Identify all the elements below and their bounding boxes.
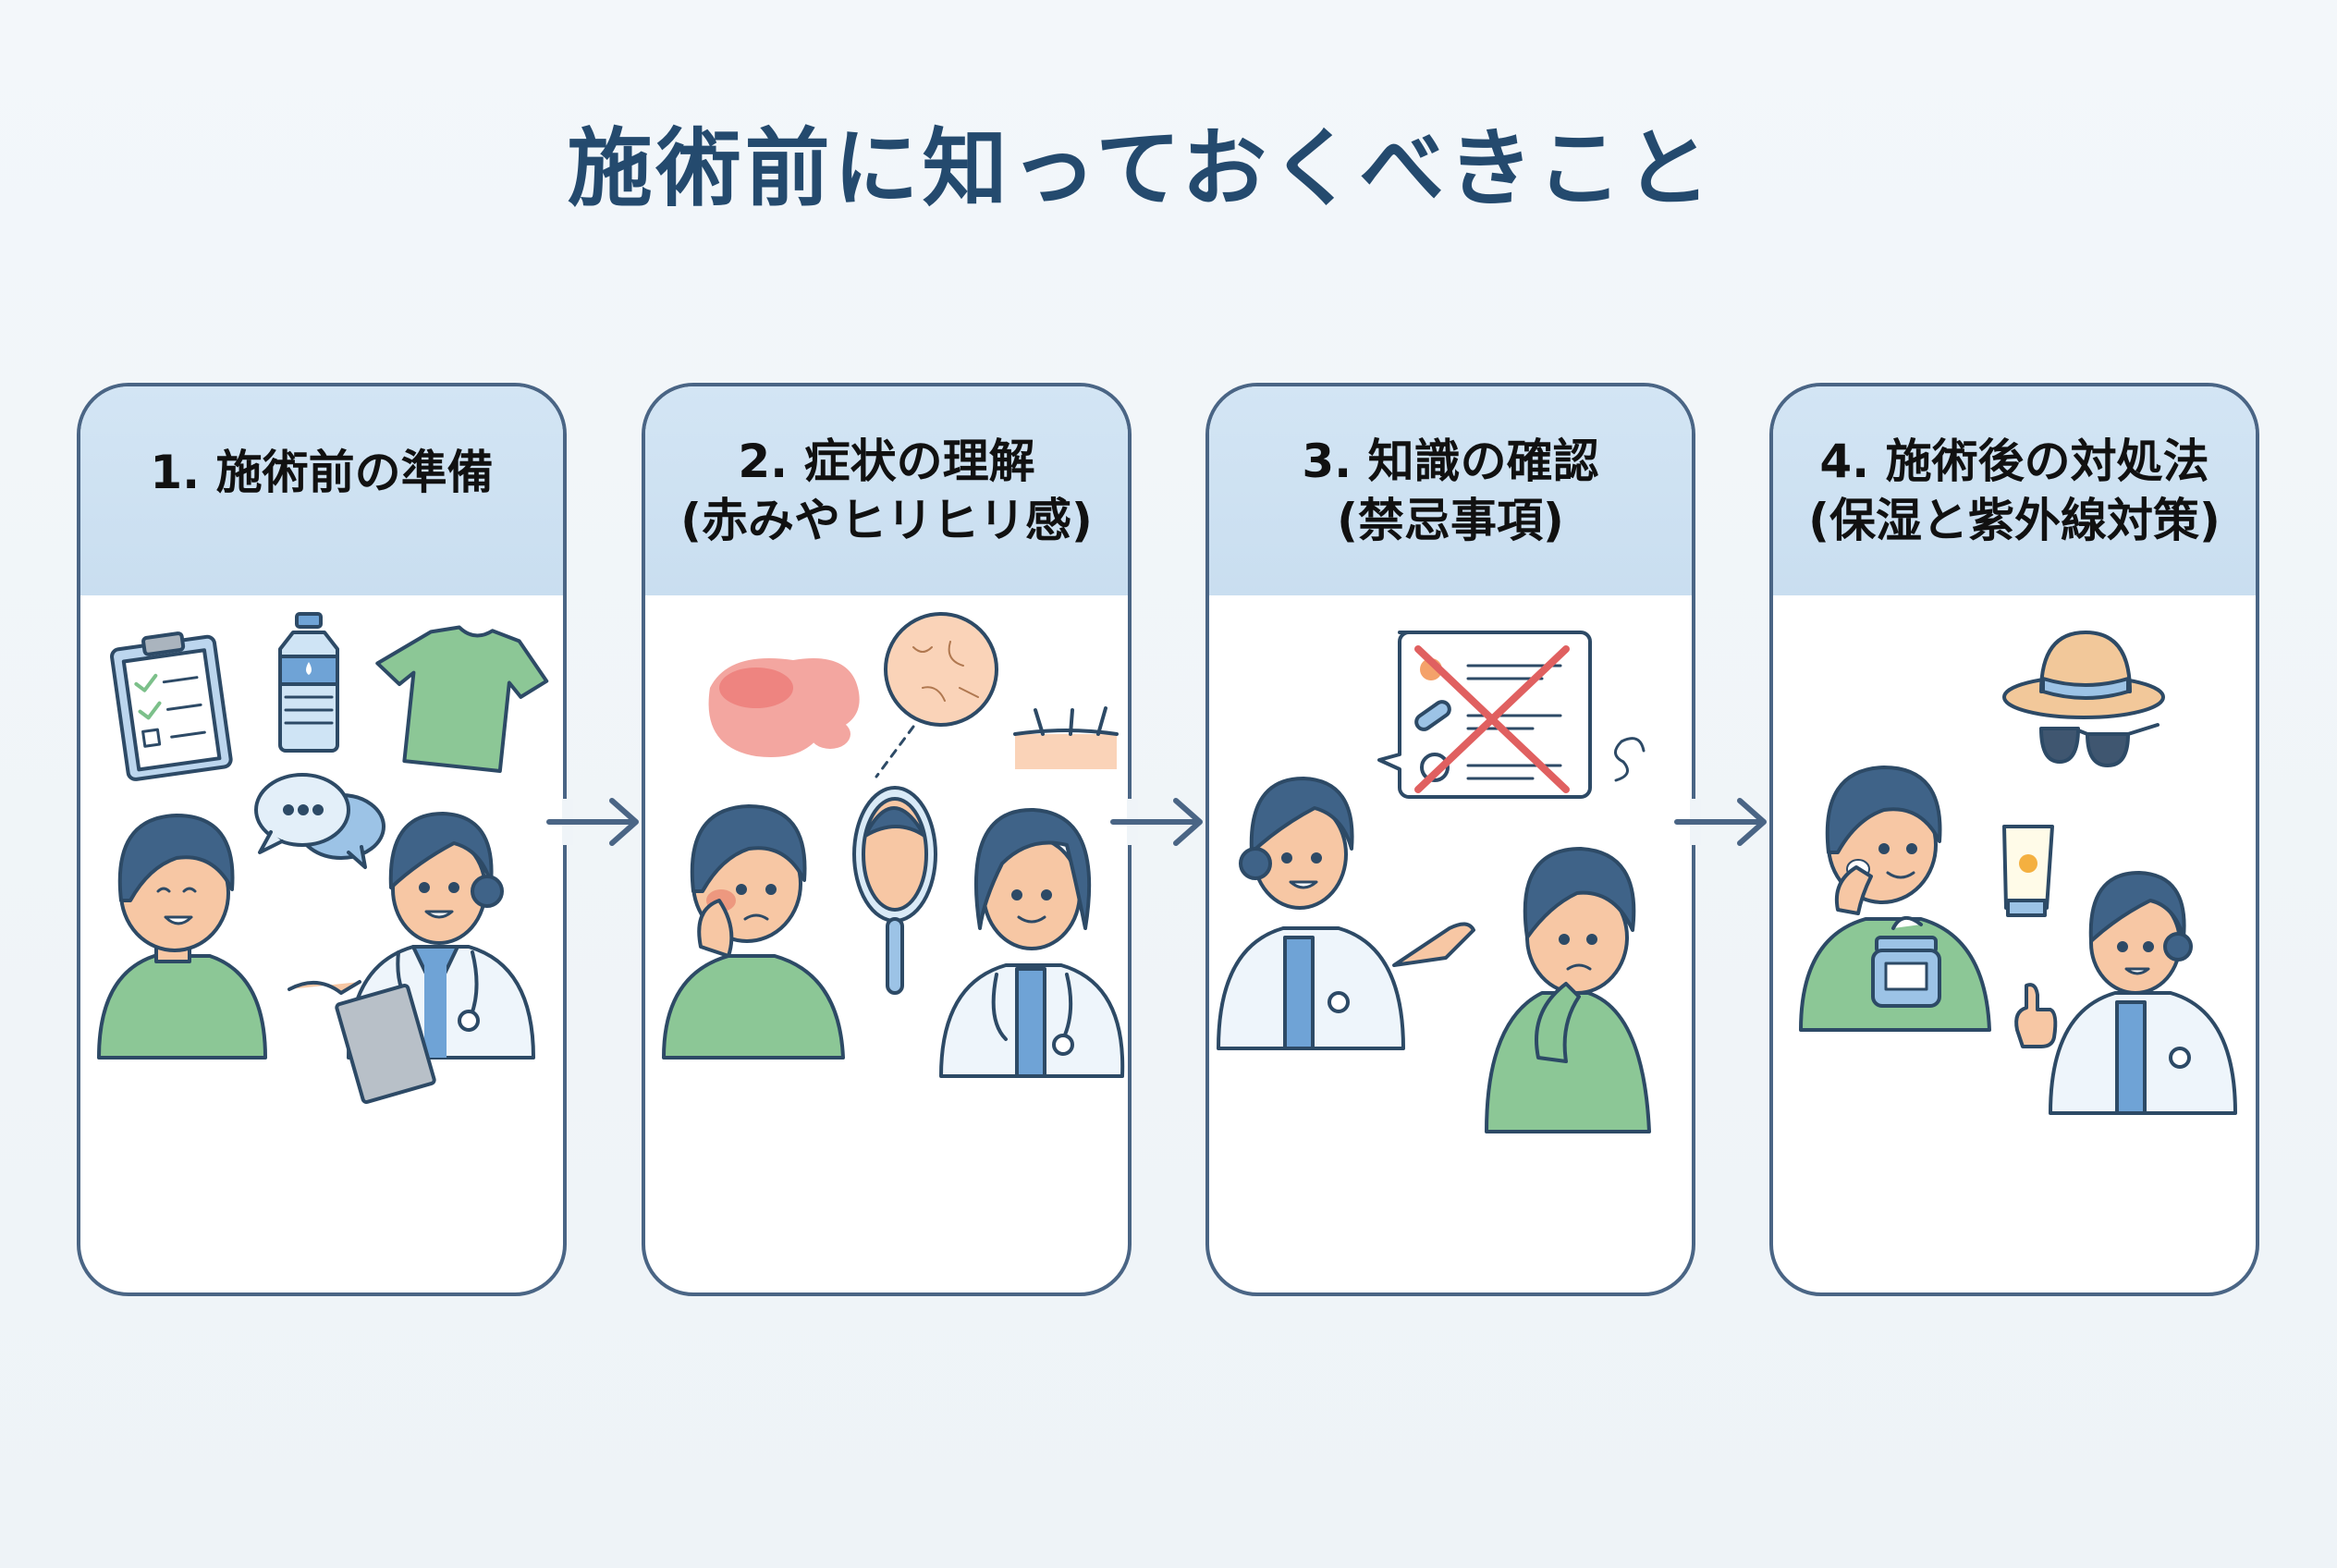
- sun-hat-icon: [2002, 631, 2165, 719]
- clipboard-checklist-icon: [110, 631, 233, 781]
- patient-figure: [97, 814, 267, 1060]
- sunglasses-icon: [2039, 723, 2160, 767]
- arrow-right-icon: [1110, 798, 1203, 846]
- arrow-right-icon: [1674, 798, 1767, 846]
- step-subtitle: (保湿と紫外線対策): [1808, 494, 2221, 547]
- step-card-header: 4. 施術後の対処法 (保湿と紫外線対策): [1773, 386, 2256, 595]
- step-title: 2. 症状の理解: [738, 435, 1035, 488]
- moisturizer-jar-icon: [1871, 916, 1941, 1008]
- step-subtitle: (赤みやヒリヒリ感): [680, 494, 1093, 547]
- speech-bubbles-icon: [254, 773, 385, 869]
- page-title: 施術前に知っておくべきこと: [567, 119, 1715, 218]
- doctor-figure: [288, 812, 535, 1104]
- step-title: 4. 施術後の対処法: [1819, 435, 2209, 488]
- doctor-figure: [1217, 777, 1475, 1050]
- hand-mirror-icon: [852, 786, 937, 995]
- step-card-4: 4. 施術後の対処法 (保湿と紫外線対策): [1769, 383, 2259, 1296]
- step-illustration: [645, 595, 1128, 1292]
- contraindication-speech-box: [1377, 631, 1592, 799]
- red-x-icon: [1414, 645, 1570, 793]
- step-card-header: 1. 施術前の準備: [80, 386, 563, 595]
- thought-squiggle-icon: [1614, 737, 1646, 782]
- step-illustration: [1773, 595, 2256, 1292]
- step-card-3: 3. 知識の確認 (禁忌事項): [1205, 383, 1695, 1296]
- patient-figure: [662, 804, 845, 1060]
- arrow-right-icon: [546, 798, 639, 846]
- step-subtitle: (禁忌事項): [1337, 494, 1564, 547]
- step-illustration: [1209, 595, 1692, 1292]
- step-card-1: 1. 施術前の準備: [77, 383, 567, 1296]
- patient-figure: [1799, 766, 1991, 1032]
- sunscreen-tube-icon: [2002, 825, 2054, 917]
- doctor-figure: [2014, 871, 2237, 1115]
- step-card-header: 3. 知識の確認 (禁忌事項): [1209, 386, 1692, 595]
- step-title: 1. 施術前の準備: [150, 446, 494, 499]
- pill-icon: [1414, 700, 1451, 731]
- thumbs-up-icon: [2014, 983, 2058, 1048]
- step-illustration: [80, 595, 563, 1292]
- step-card-2: 2. 症状の理解 (赤みやヒリヒリ感): [642, 383, 1132, 1296]
- step-title: 3. 知識の確認: [1302, 435, 1599, 488]
- medication-icon: [1420, 753, 1450, 782]
- doctor-figure: [939, 807, 1125, 1078]
- patient-figure: [1485, 847, 1651, 1133]
- skin-hair-cross-section-icon: [1013, 706, 1119, 769]
- step-card-header: 2. 症状の理解 (赤みやヒリヒリ感): [645, 386, 1128, 595]
- dry-skin-magnifier-icon: [875, 612, 998, 778]
- redness-patch-icon: [708, 658, 860, 757]
- water-bottle-icon: [278, 612, 339, 753]
- t-shirt-icon: [375, 625, 549, 773]
